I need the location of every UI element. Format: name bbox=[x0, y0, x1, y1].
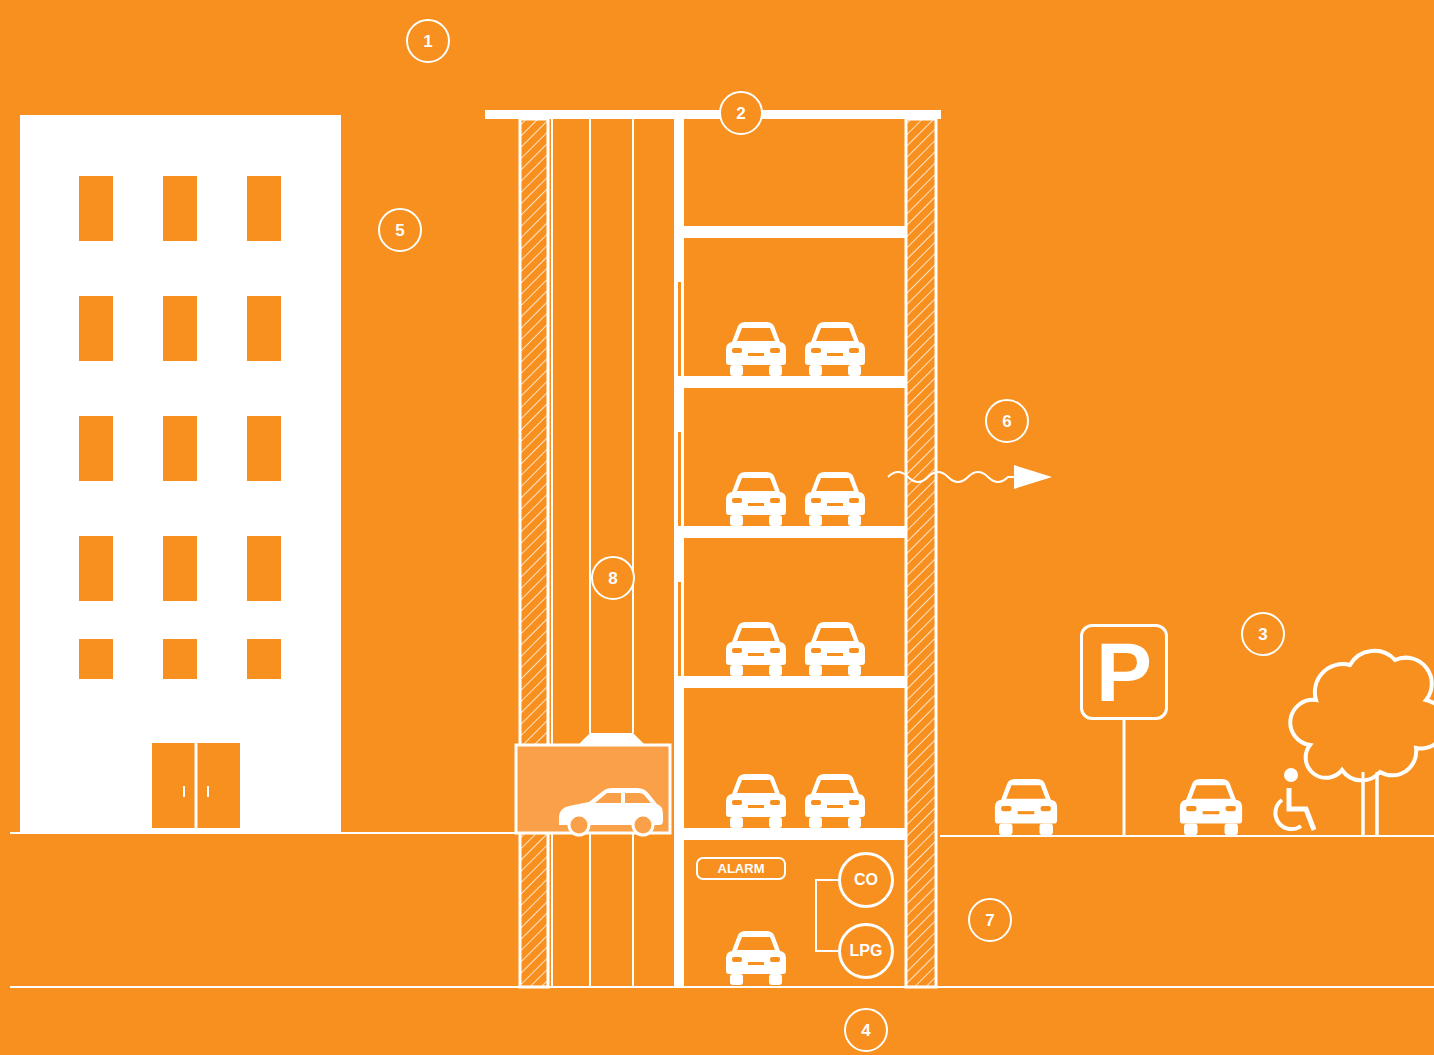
bracket-connector bbox=[816, 880, 838, 951]
callout-circle: 6 bbox=[985, 399, 1029, 443]
callout-number: 8 bbox=[608, 570, 617, 587]
callout-circle: 5 bbox=[378, 208, 422, 252]
callout-circle: 3 bbox=[1241, 612, 1285, 656]
callout-circle: 7 bbox=[968, 898, 1012, 942]
node-label: LPG bbox=[850, 943, 883, 959]
parking-tower bbox=[485, 110, 941, 987]
ground-line bbox=[10, 833, 1434, 987]
callout-circle: 8 bbox=[591, 556, 635, 600]
callout-circle: 1 bbox=[406, 19, 450, 63]
apartment-building bbox=[20, 115, 341, 833]
callout-circle: 2 bbox=[719, 91, 763, 135]
node-label: CO bbox=[854, 872, 878, 888]
callout-number: 4 bbox=[861, 1022, 870, 1039]
street-car bbox=[1180, 779, 1242, 835]
wheelchair-symbol bbox=[1275, 768, 1314, 830]
street-parking bbox=[995, 651, 1434, 836]
car-lift bbox=[516, 733, 670, 835]
alarm-box: ALARM bbox=[696, 857, 786, 880]
callout-circle: 4 bbox=[844, 1008, 888, 1052]
callout-number: 5 bbox=[395, 222, 404, 239]
callout-number: 3 bbox=[1258, 626, 1267, 643]
callout-number: 1 bbox=[423, 33, 432, 50]
callout-number: 6 bbox=[1002, 413, 1011, 430]
callout-number: 2 bbox=[736, 105, 745, 122]
co-sensor: CO bbox=[838, 852, 894, 908]
tree bbox=[1290, 651, 1434, 836]
sign-letter: P bbox=[1096, 630, 1152, 714]
parking-sign: P bbox=[1080, 624, 1168, 720]
street-car bbox=[995, 779, 1057, 835]
node-label: ALARM bbox=[718, 862, 765, 875]
lpg-sensor: LPG bbox=[838, 923, 894, 979]
ventilation-arrow bbox=[888, 465, 1052, 489]
callout-number: 7 bbox=[985, 912, 994, 929]
